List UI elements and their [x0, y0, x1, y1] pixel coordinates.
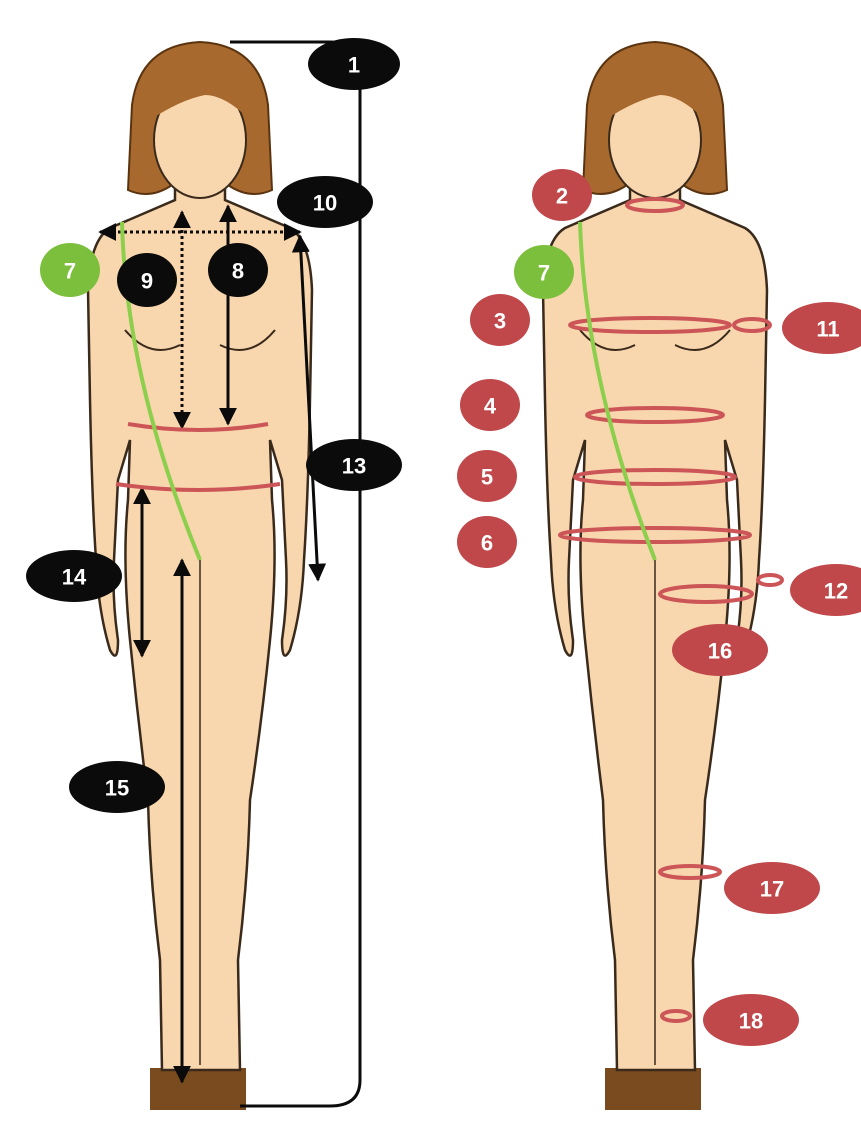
marker-18: 18 — [703, 994, 799, 1046]
marker-17: 17 — [724, 862, 820, 914]
marker-15: 15 — [69, 761, 165, 813]
marker-2: 2 — [532, 169, 592, 221]
marker-10: 10 — [277, 176, 373, 228]
marker-7-right: 7 — [514, 245, 574, 299]
svg-text:6: 6 — [481, 531, 493, 556]
svg-text:12: 12 — [824, 579, 848, 604]
svg-text:7: 7 — [538, 261, 550, 286]
svg-text:13: 13 — [342, 454, 366, 479]
marker-12: 12 — [790, 564, 861, 616]
svg-text:14: 14 — [62, 565, 87, 590]
marker-6: 6 — [457, 516, 517, 568]
svg-text:3: 3 — [494, 309, 506, 334]
svg-text:17: 17 — [760, 877, 784, 902]
marker-1: 1 — [308, 38, 400, 90]
marker-11: 11 — [782, 302, 861, 354]
marker-7-left: 7 — [40, 243, 100, 297]
svg-text:15: 15 — [105, 776, 129, 801]
svg-text:5: 5 — [481, 465, 493, 490]
wrist-ring — [758, 575, 782, 585]
svg-text:18: 18 — [739, 1009, 763, 1034]
svg-text:2: 2 — [556, 184, 568, 209]
svg-text:7: 7 — [64, 259, 76, 284]
standing-platform — [605, 1068, 701, 1110]
svg-text:8: 8 — [232, 259, 244, 284]
marker-3: 3 — [470, 294, 530, 346]
svg-text:1: 1 — [348, 53, 360, 78]
marker-8: 8 — [208, 243, 268, 297]
marker-4: 4 — [460, 379, 520, 431]
marker-9: 9 — [117, 253, 177, 307]
svg-text:9: 9 — [141, 269, 153, 294]
standing-platform — [150, 1068, 246, 1110]
marker-14: 14 — [26, 550, 122, 602]
marker-13: 13 — [306, 439, 402, 491]
marker-5: 5 — [457, 450, 517, 502]
svg-text:4: 4 — [484, 394, 497, 419]
svg-text:10: 10 — [313, 191, 337, 216]
marker-16: 16 — [672, 624, 768, 676]
svg-text:11: 11 — [816, 317, 839, 342]
svg-text:16: 16 — [708, 639, 732, 664]
